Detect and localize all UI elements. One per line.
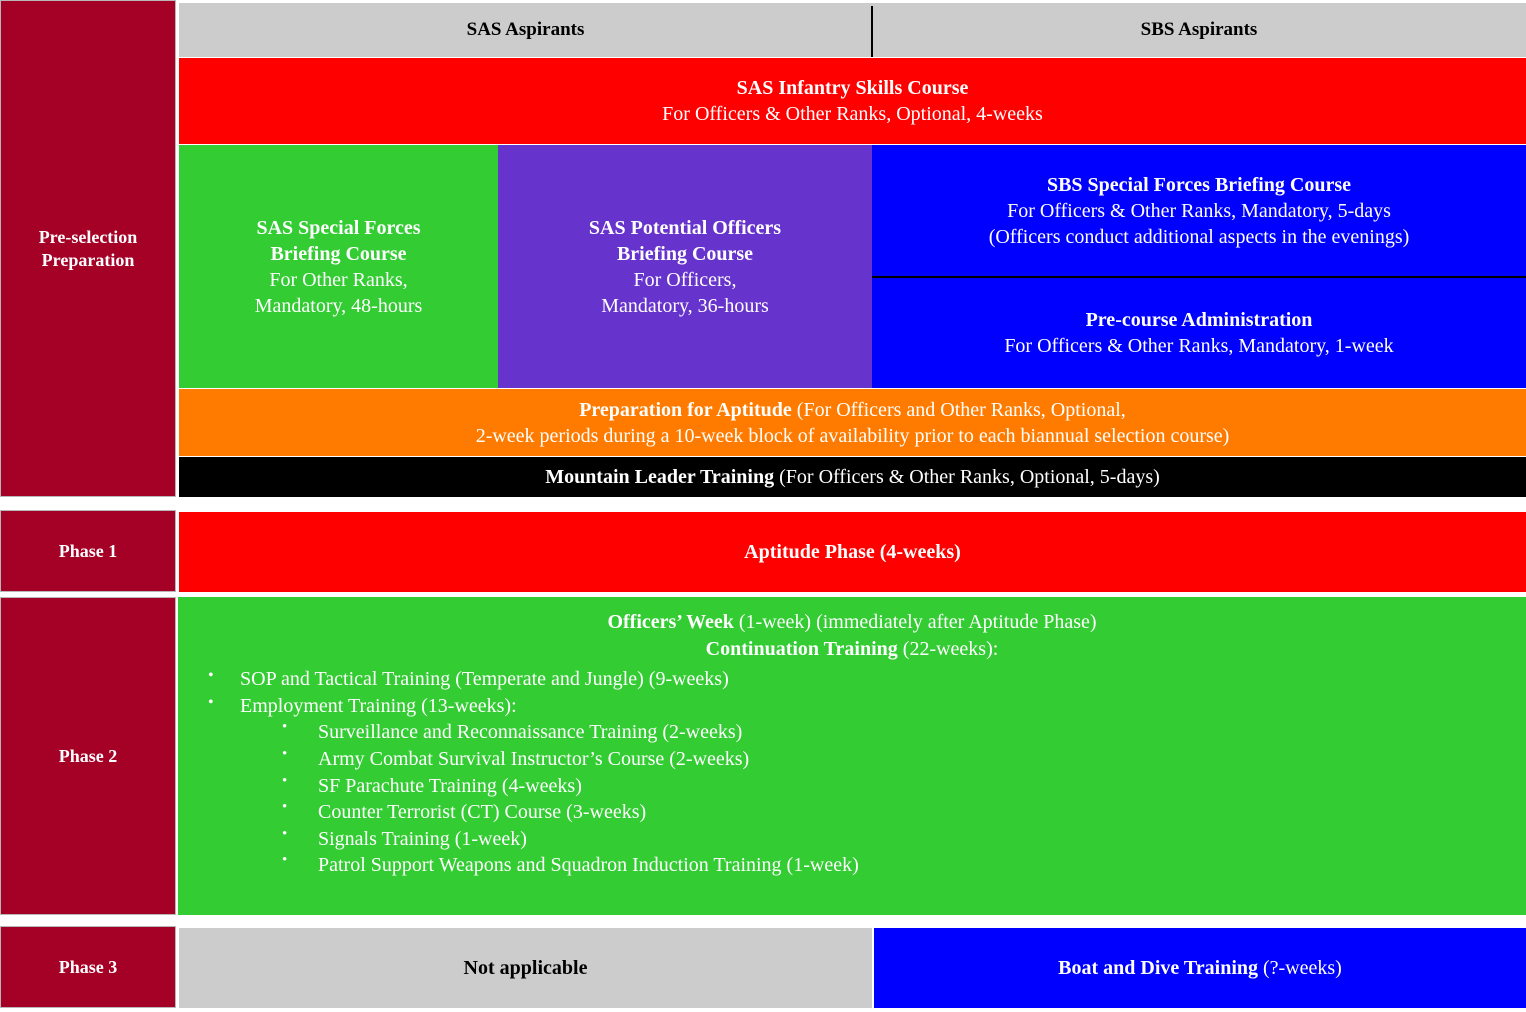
- sas-pob-title-line2: Briefing Course: [616, 242, 754, 265]
- row-label-preselection: Pre-selection Preparation: [0, 0, 176, 497]
- mountain-leader-detail: (For Officers & Other Ranks, Optional, 5…: [774, 465, 1160, 488]
- sbs-sf-briefing-detail-line2: (Officers conduct additional aspects in …: [988, 225, 1410, 248]
- list-item: Surveillance and Reconnaissance Training…: [240, 718, 1516, 746]
- phase2-employment-sublist: Surveillance and Reconnaissance Training…: [240, 718, 1516, 879]
- aptitude-phase-text: Aptitude Phase (4-weeks): [744, 540, 961, 563]
- block-phase3-boat-dive-training: Boat and Dive Training (?-weeks): [874, 928, 1526, 1008]
- sas-infantry-skills-detail: For Officers & Other Ranks, Optional, 4-…: [662, 103, 1043, 125]
- mountain-leader-title: Mountain Leader Training: [545, 465, 775, 488]
- phase3-sas-text: Not applicable: [463, 956, 588, 979]
- boat-dive-detail: (?-weeks): [1258, 956, 1342, 979]
- list-item: Counter Terrorist (CT) Course (3-weeks): [240, 798, 1516, 826]
- header-column-divider: [871, 6, 873, 57]
- officers-week-title: Officers’ Week: [607, 611, 734, 633]
- row-label-preselection-line1: Pre-selection: [38, 227, 138, 247]
- continuation-training-detail: (22-weeks):: [897, 637, 999, 660]
- block-mountain-leader-training: Mountain Leader Training (For Officers &…: [179, 457, 1526, 497]
- list-item: Signals Training (1-week): [240, 825, 1516, 853]
- sas-sf-briefing-title-line2: Briefing Course: [270, 242, 407, 265]
- sas-pob-title-line1: SAS Potential Officers: [588, 216, 782, 239]
- list-item: Patrol Support Weapons and Squadron Indu…: [240, 851, 1516, 879]
- list-item-label: Employment Training (13-weeks):: [240, 694, 517, 717]
- column-header-sbs: SBS Aspirants: [872, 3, 1526, 57]
- sas-pob-detail-line1: For Officers,: [633, 268, 737, 291]
- sas-sf-briefing-detail-line1: For Other Ranks,: [269, 268, 408, 291]
- row-label-phase2: Phase 2: [0, 597, 176, 915]
- block-sas-infantry-skills-course: SAS Infantry Skills Course For Officers …: [179, 58, 1526, 144]
- list-item-label: Surveillance and Reconnaissance Training…: [318, 721, 743, 744]
- list-item-label: Patrol Support Weapons and Squadron Indu…: [318, 854, 859, 877]
- phase2-training-list: SOP and Tactical Training (Temperate and…: [188, 665, 1516, 879]
- officers-week-detail: (1-week) (immediately after Aptitude Pha…: [733, 611, 1097, 633]
- block-sas-special-forces-briefing-course: SAS Special Forces Briefing Course For O…: [179, 145, 498, 388]
- preparation-aptitude-detail-line2: 2-week periods during a 10-week block of…: [475, 424, 1230, 447]
- block-preparation-for-aptitude: Preparation for Aptitude (For Officers a…: [179, 389, 1526, 456]
- block-sas-potential-officers-briefing-course: SAS Potential Officers Briefing Course F…: [498, 145, 872, 388]
- continuation-training-title: Continuation Training: [705, 637, 898, 660]
- sas-sf-briefing-title-line1: SAS Special Forces: [256, 216, 421, 239]
- list-item: SOP and Tactical Training (Temperate and…: [188, 665, 1516, 693]
- row-label-phase1: Phase 1: [0, 510, 176, 592]
- column-header-sas: SAS Aspirants: [179, 3, 872, 57]
- preparation-aptitude-title: Preparation for Aptitude: [579, 398, 792, 421]
- block-sbs-special-forces-briefing-course: SBS Special Forces Briefing Course For O…: [872, 145, 1526, 276]
- row-label-phase3-text: Phase 3: [58, 956, 118, 977]
- pre-course-admin-title: Pre-course Administration: [1085, 309, 1313, 331]
- list-item-label: SF Parachute Training (4-weeks): [318, 774, 582, 797]
- row-label-phase3: Phase 3: [0, 926, 176, 1008]
- block-pre-course-administration: Pre-course Administration For Officers &…: [872, 278, 1526, 388]
- list-item-label: Counter Terrorist (CT) Course (3-weeks): [318, 801, 647, 824]
- sbs-block-divider: [872, 276, 1526, 278]
- block-phase3-sas-not-applicable: Not applicable: [179, 928, 872, 1008]
- sbs-sf-briefing-title: SBS Special Forces Briefing Course: [1046, 173, 1352, 196]
- column-header-sbs-label: SBS Aspirants: [1140, 19, 1258, 40]
- list-item: Employment Training (13-weeks): Surveill…: [188, 692, 1516, 879]
- pre-course-admin-detail: For Officers & Other Ranks, Mandatory, 1…: [1004, 335, 1394, 357]
- list-item-label: Army Combat Survival Instructor’s Course…: [318, 747, 750, 770]
- block-phase2-content: Officers’ Week (1-week) (immediately aft…: [178, 597, 1526, 915]
- list-item-label: SOP and Tactical Training (Temperate and…: [240, 668, 729, 691]
- sbs-sf-briefing-detail-line1: For Officers & Other Ranks, Mandatory, 5…: [1007, 199, 1391, 222]
- block-aptitude-phase: Aptitude Phase (4-weeks): [179, 512, 1526, 592]
- list-item-label: Signals Training (1-week): [318, 827, 527, 850]
- list-item: Army Combat Survival Instructor’s Course…: [240, 745, 1516, 773]
- sas-pob-detail-line2: Mandatory, 36-hours: [601, 294, 769, 317]
- row-label-preselection-line2: Preparation: [41, 249, 135, 270]
- list-item: SF Parachute Training (4-weeks): [240, 772, 1516, 800]
- sas-sf-briefing-detail-line2: Mandatory, 48-hours: [254, 294, 423, 317]
- row-label-phase2-text: Phase 2: [58, 745, 118, 766]
- preparation-aptitude-detail-line1: (For Officers and Other Ranks, Optional,: [791, 398, 1126, 421]
- column-header-sas-label: SAS Aspirants: [466, 19, 585, 40]
- boat-dive-title: Boat and Dive Training: [1058, 956, 1258, 979]
- row-label-phase1-text: Phase 1: [58, 540, 118, 561]
- sas-infantry-skills-title: SAS Infantry Skills Course: [736, 77, 969, 99]
